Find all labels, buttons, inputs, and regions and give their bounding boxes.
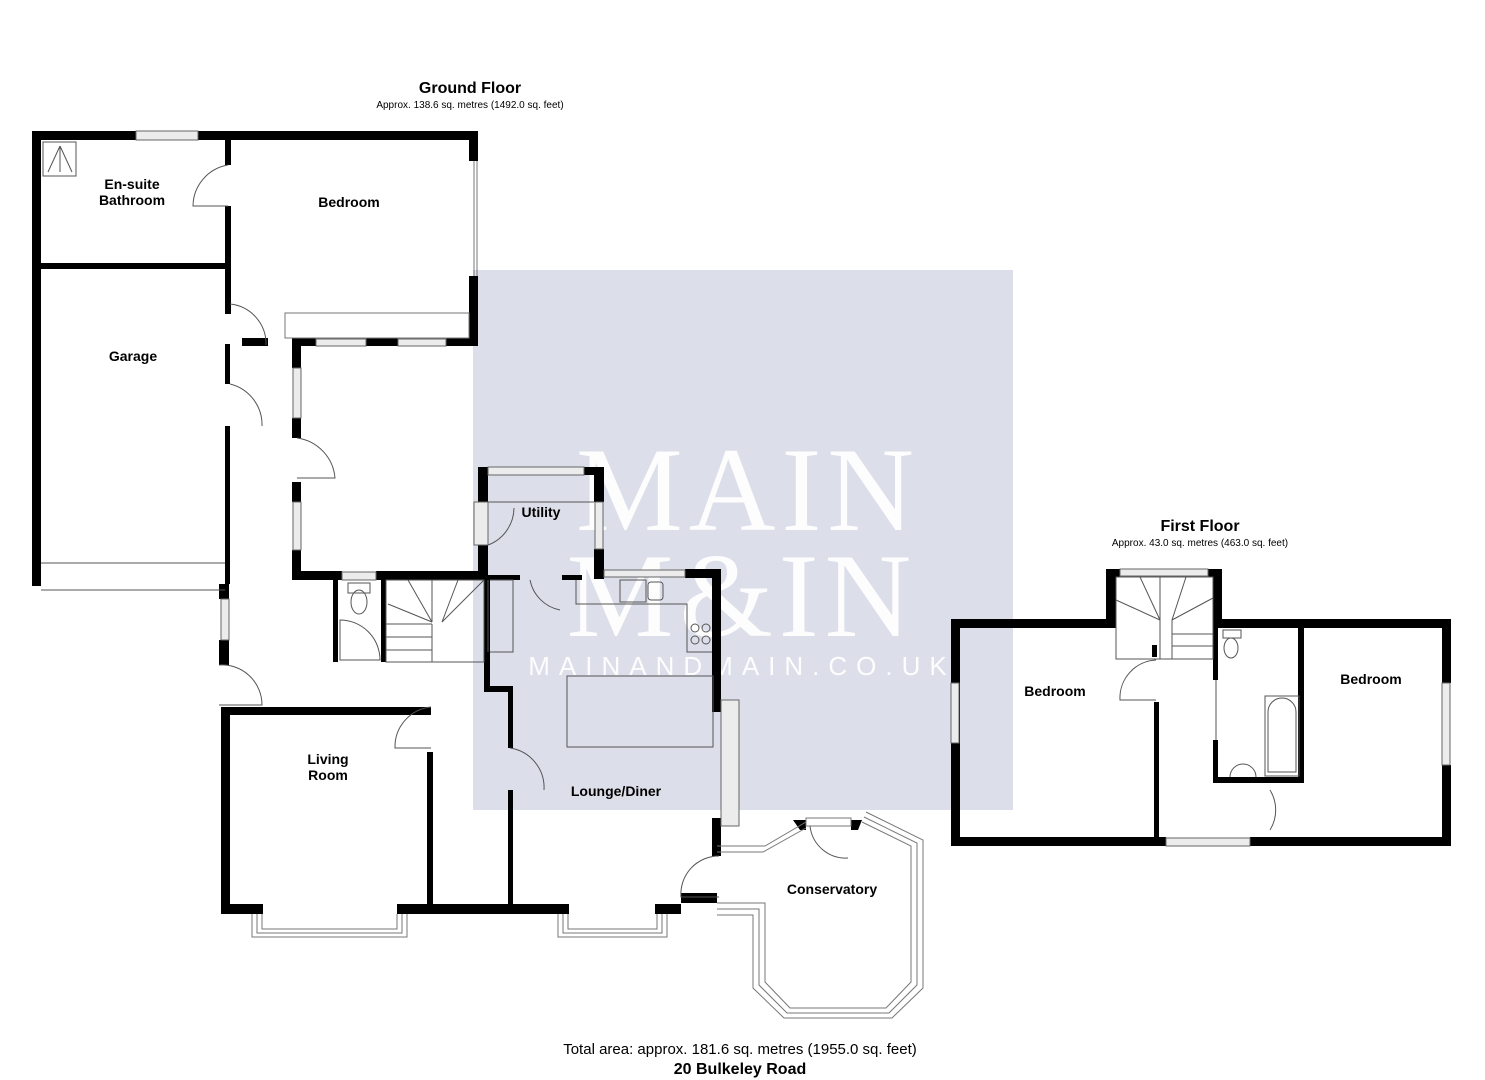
room-label-living-line1: Living (307, 751, 349, 767)
room-label-living-line2: Room (308, 767, 348, 783)
watermark-panel (473, 270, 1013, 810)
room-label-ensuite-line2: Bathroom (98, 192, 166, 208)
room-label-bedroom-first-left: Bedroom (1024, 683, 1086, 699)
room-label-ensuite-line1: En-suite (104, 176, 160, 192)
first-floor-title: First Floor (1160, 518, 1240, 535)
ground-floor-title: Ground Floor (418, 80, 522, 97)
room-label-utility: Utility (521, 504, 561, 520)
ground-floor-area: Approx. 138.6 sq. metres (1492.0 sq. fee… (376, 100, 564, 111)
room-label-garage: Garage (108, 348, 158, 364)
property-address: 20 Bulkeley Road (673, 1061, 807, 1078)
room-label-conservatory: Conservatory (786, 881, 878, 897)
room-label-living-room: Living Room (307, 751, 348, 783)
first-floor-area: Approx. 43.0 sq. metres (463.0 sq. feet) (1111, 538, 1289, 549)
room-label-ensuite: En-suite Bathroom (99, 176, 165, 208)
total-area: Total area: approx. 181.6 sq. metres (19… (563, 1041, 917, 1058)
svg-text:MAIN: MAIN (576, 423, 920, 556)
watermark-logo: MAIN M&IN MAINANDMAIN.CO.UK (528, 423, 946, 681)
room-label-bedroom-first-right: Bedroom (1340, 671, 1402, 687)
svg-text:M&IN: M&IN (567, 529, 918, 662)
room-label-lounge-diner: Lounge/Diner (570, 783, 662, 799)
room-label-bedroom-ground: Bedroom (318, 194, 380, 210)
